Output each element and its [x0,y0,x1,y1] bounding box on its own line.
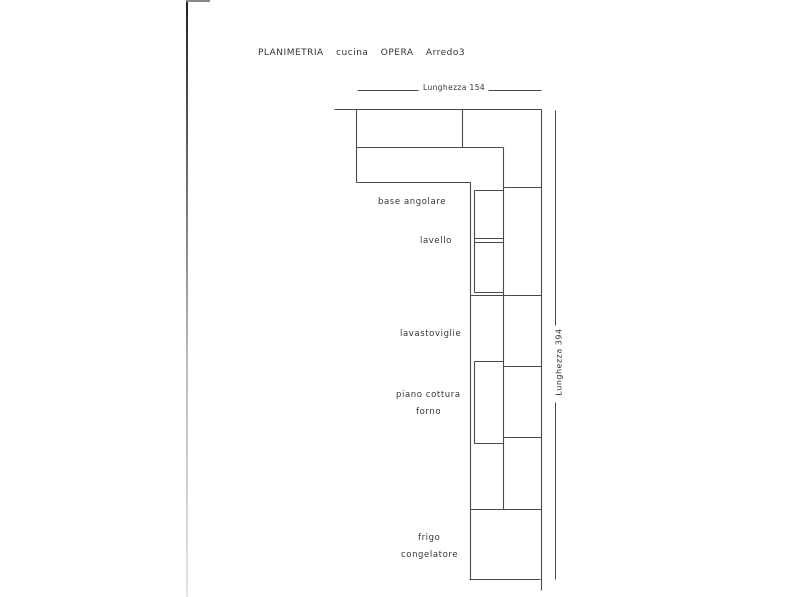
label-forno: forno [416,407,442,417]
label-lavastoviglie: lavastoviglie [400,329,462,339]
cabinet-outline-lines [334,108,543,591]
dimension-lines [357,90,556,580]
label-congelatore: congelatore [401,550,459,560]
page-left-edge [186,0,188,597]
horizontal-dimension-label: Lunghezza 154 [423,83,486,92]
title-word-planimetria: PLANIMETRIA [258,48,324,58]
vertical-dimension-label: Lunghezza 394 [554,328,564,396]
label-frigo: frigo [418,533,441,543]
plan-title: PLANIMETRIA cucina OPERA Arredo3 [258,48,474,58]
label-piano-cottura: piano cottura [396,390,461,400]
title-word-cucina: cucina [336,48,369,58]
label-base-angolare: base angolare [378,197,447,207]
page-top-edge [186,0,210,2]
title-word-opera: OPERA [380,48,414,58]
label-lavello: lavello [420,236,452,246]
title-word-arredo: Arredo3 [425,48,466,58]
